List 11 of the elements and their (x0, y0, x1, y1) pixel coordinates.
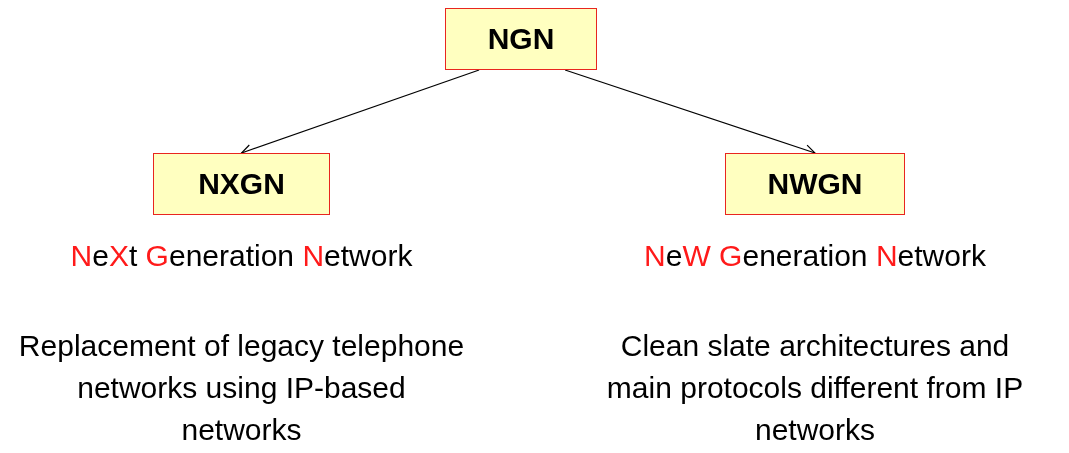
arrow (240, 69, 480, 155)
node-label: NWGN (767, 167, 863, 201)
node-label: NXGN (198, 167, 285, 201)
description-text: Clean slate architectures and main protocols different from IP networks (605, 328, 1025, 448)
node-box (153, 153, 330, 215)
node-box (445, 8, 597, 70)
node-box (725, 153, 905, 215)
description-text: Replacement of legacy telephone networks using IP-based networks (17, 328, 466, 448)
acronym-expansion: NeW Generation Network (643, 238, 987, 274)
acronym-expansion: NeXt Generation Network (69, 238, 414, 274)
node-label: NGN (487, 22, 555, 56)
